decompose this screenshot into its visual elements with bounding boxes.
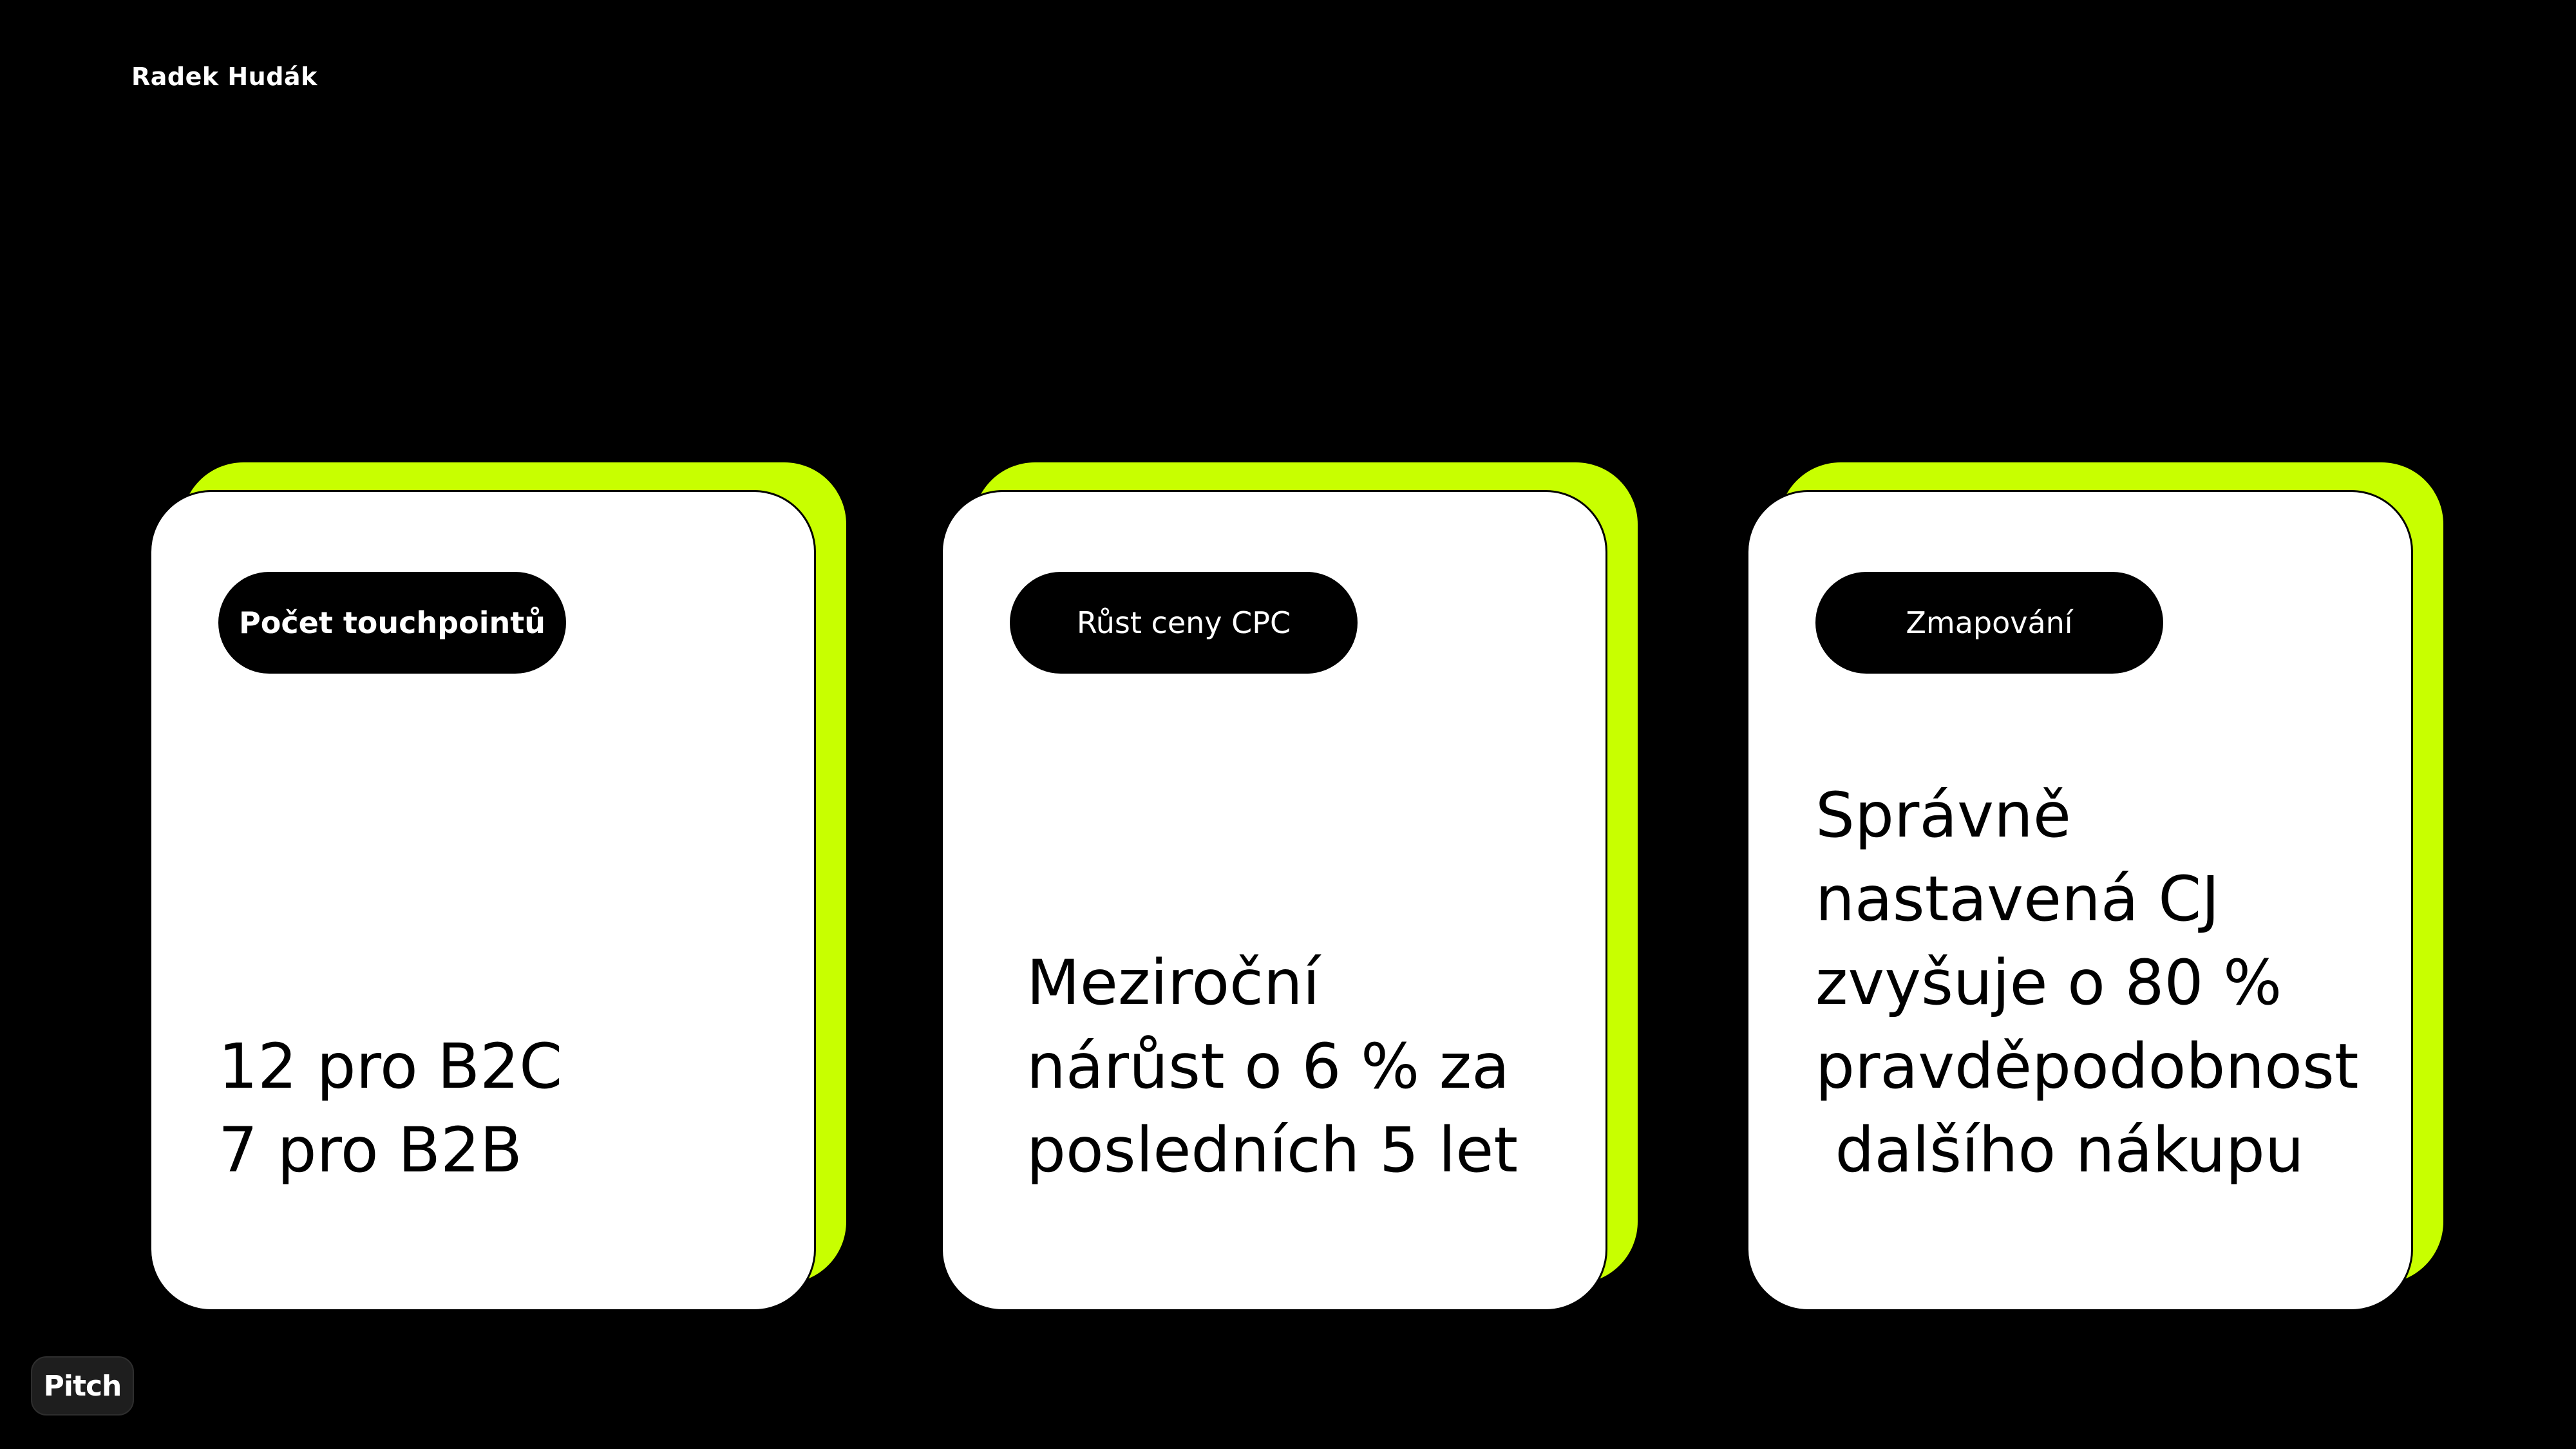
card-stat-text: Meziroční nárůst o 6 % za posledních 5 l…	[1027, 947, 1518, 1186]
pitch-logo-button[interactable]: Pitch	[31, 1356, 134, 1416]
card-cpc-growth: Růst ceny CPC Meziroční nárůst o 6 % za …	[941, 462, 1638, 1314]
card-stat-text: Správně nastavená CJ zvyšuje o 80 % prav…	[1815, 779, 2359, 1186]
card-body: Počet touchpointů 12 pro B2C 7 pro B2B	[149, 490, 816, 1311]
author-name: Radek Hudák	[131, 62, 317, 91]
card-stat-text: 12 pro B2C 7 pro B2B	[218, 1030, 563, 1186]
card-label-pill: Zmapování	[1815, 572, 2163, 674]
card-label-pill: Počet touchpointů	[218, 572, 566, 674]
card-label-pill: Růst ceny CPC	[1010, 572, 1358, 674]
card-mapping: Zmapování Správně nastavená CJ zvyšuje o…	[1747, 462, 2443, 1314]
card-body: Zmapování Správně nastavená CJ zvyšuje o…	[1747, 490, 2413, 1311]
card-touchpoints: Počet touchpointů 12 pro B2C 7 pro B2B	[149, 462, 846, 1314]
card-body: Růst ceny CPC Meziroční nárůst o 6 % za …	[941, 490, 1607, 1311]
